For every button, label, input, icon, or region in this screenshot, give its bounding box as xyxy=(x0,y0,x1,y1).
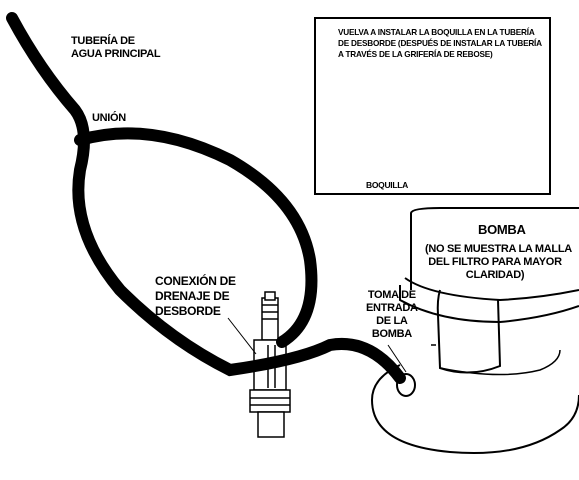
pump-inlet-line4: BOMBA xyxy=(371,328,412,340)
nozzle-label: BOQUILLA xyxy=(366,180,408,190)
pump-inlet-line1: TOMA DE xyxy=(367,289,416,301)
pump-note: (NO SE MUESTRA LA MALLA DEL FILTRO PARA … xyxy=(425,243,572,282)
pump-note-line3: CLARIDAD) xyxy=(465,269,525,281)
pump-note-line1: (NO SE MUESTRA LA MALLA xyxy=(425,243,572,255)
pump-column xyxy=(436,289,502,374)
pump-inlet-line2: ENTRADA xyxy=(366,302,418,314)
overflow-connection-line3: DESBORDE xyxy=(155,304,221,318)
pump-bowl-inner xyxy=(439,349,561,376)
pump-inlet-line3: DE LA xyxy=(376,315,408,327)
inset-instruction: VUELVA A INSTALAR LA BOQUILLA EN LA TUBE… xyxy=(338,28,542,59)
pump xyxy=(370,207,579,475)
pump-inlet-label: TOMA DE ENTRADA DE LA BOMBA xyxy=(366,289,418,341)
overflow-connection-label: CONEXIÓN DE DRENAJE DE DESBORDE xyxy=(155,274,236,319)
main-pipe-label-line1: TUBERÍA DE xyxy=(71,35,135,47)
union-label: UNIÓN xyxy=(92,112,126,124)
main-pipe-label-line2: AGUA PRINCIPAL xyxy=(71,48,161,60)
main-pipe-label: TUBERÍA DE AGUA PRINCIPAL xyxy=(71,35,161,61)
overflow-connection-line2: DRENAJE DE xyxy=(155,289,230,303)
overflow-hose xyxy=(74,127,318,348)
pump-note-line2: DEL FILTRO PARA MAYOR xyxy=(428,256,562,268)
inset-box: VUELVA A INSTALAR LA BOQUILLA EN LA TUBE… xyxy=(314,17,551,195)
pump-base-band xyxy=(399,285,579,324)
leader-lines xyxy=(227,317,407,373)
pump-bowl xyxy=(370,364,579,455)
main-water-pipe xyxy=(6,12,406,384)
pump-housing-outline xyxy=(410,207,579,290)
pump-title: BOMBA xyxy=(478,222,526,237)
overflow-connection-line1: CONEXIÓN DE xyxy=(155,274,236,288)
pump-base-top xyxy=(404,277,579,302)
